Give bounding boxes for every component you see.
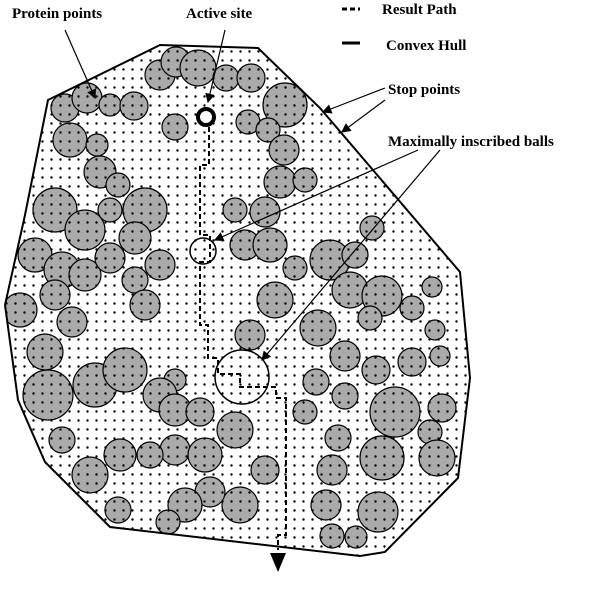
max-balls-arrow-2: [261, 149, 441, 361]
protein-points-label: Protein points: [12, 6, 102, 22]
stop-points-arrow-1: [321, 87, 386, 114]
protein-points-arrow: [64, 29, 97, 100]
max-balls-arrow-1: [213, 149, 419, 241]
exit-arrowhead: [270, 553, 286, 572]
legend-convex-hull-label: Convex Hull: [386, 38, 466, 54]
stop-points-arrow-2: [341, 99, 386, 133]
active-site-marker: [196, 107, 216, 127]
inscribed-ball-large: [214, 349, 270, 405]
legend-result-path-label: Result Path: [382, 2, 457, 18]
inscribed-ball-small: [189, 237, 217, 265]
max-balls-label: Maximally inscribed balls: [388, 134, 554, 150]
convex-hull: [3, 43, 472, 558]
result-path: [199, 127, 287, 550]
active-site-label: Active site: [186, 6, 253, 22]
active-site-arrow: [205, 29, 226, 104]
stop-points-label: Stop points: [388, 82, 460, 98]
